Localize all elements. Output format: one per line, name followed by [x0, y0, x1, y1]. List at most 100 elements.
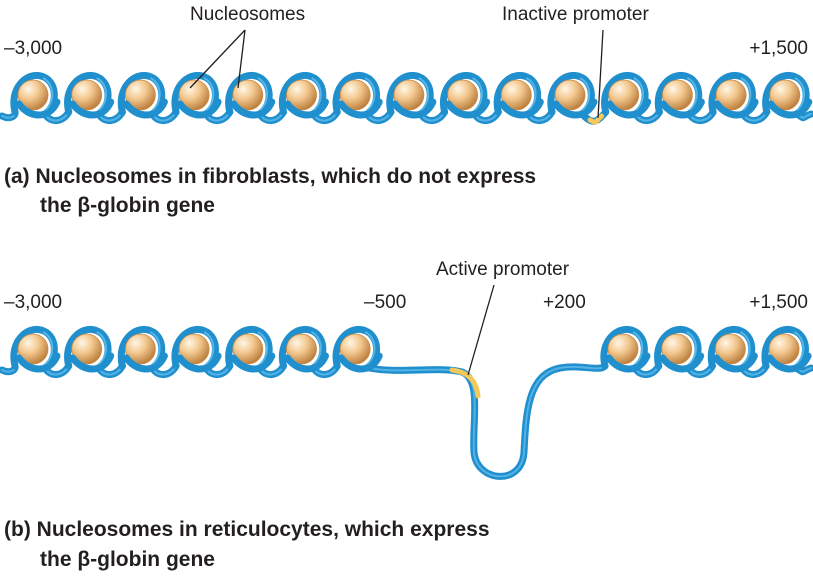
- panel-b: –3,000 –500 +200 +1,500 Active promoter …: [0, 259, 813, 571]
- dna-wrap-back: [117, 325, 152, 370]
- dna-wrap-highlight: [793, 331, 805, 365]
- dna-wrap-highlight: [203, 331, 215, 365]
- nucleosome: [171, 71, 222, 119]
- dna-wrap-back: [386, 71, 421, 116]
- histone-octamer: [393, 79, 425, 111]
- dna-wrap-front: [284, 98, 329, 119]
- dna-wrap-front: [445, 98, 491, 119]
- dna-wrap-front: [284, 352, 329, 373]
- histone-octamer: [447, 79, 479, 111]
- dna-wrap-highlight: [42, 77, 54, 111]
- dna-wrap-front: [230, 352, 276, 373]
- nucleosome: [761, 325, 812, 373]
- dna-wrap-back: [707, 325, 742, 370]
- panel-a-caption-line1: (a) Nucleosomes in fibroblasts, which do…: [4, 165, 536, 188]
- nucleosome: [762, 71, 813, 119]
- dna-wrap-highlight: [364, 77, 376, 111]
- panel-a-left-coordinate: –3,000: [4, 38, 62, 59]
- dna-wrap-front: [766, 352, 812, 373]
- dna-wrap-back: [762, 71, 797, 116]
- panel-b-minus500-coordinate: –500: [364, 292, 406, 313]
- dna-wrap-front: [69, 98, 115, 119]
- panel-b-left-coordinate: –3,000: [4, 292, 62, 313]
- dna-wrap-highlight: [96, 331, 107, 365]
- dna-wrap-back: [493, 71, 528, 116]
- nucleosome: [117, 325, 168, 373]
- dna-wrap-highlight: [739, 331, 751, 365]
- histone-octamer: [286, 333, 317, 365]
- dna-wrap-highlight: [686, 331, 697, 365]
- dna-wrap-back: [64, 325, 99, 370]
- dna-wrap-highlight: [203, 77, 215, 111]
- histone-octamer: [608, 79, 640, 111]
- dna-wrap-back: [654, 325, 689, 370]
- dna-wrap-front: [176, 352, 222, 373]
- panel-a-caption-line2: the β-globin gene: [40, 194, 215, 217]
- dna-wrap-front: [69, 352, 115, 373]
- dna-wrap-back: [600, 325, 635, 370]
- dna-wrap-highlight: [310, 77, 322, 111]
- histone-octamer: [286, 79, 317, 111]
- dna-wrap-back: [171, 325, 206, 370]
- dna-wrap-front: [337, 352, 383, 373]
- nucleosome: [10, 71, 61, 119]
- dna-wrap-front: [767, 98, 813, 119]
- nucleosome: [708, 71, 759, 119]
- dna-wrap-front: [337, 98, 383, 119]
- dna-wrap-highlight: [257, 331, 269, 365]
- histone-octamer: [768, 333, 800, 365]
- nucleosome: [117, 71, 168, 119]
- histone-octamer: [124, 333, 156, 365]
- histone-octamer: [715, 79, 747, 111]
- nucleosome: [601, 71, 652, 119]
- dna-wrap-highlight: [149, 331, 161, 365]
- histone-octamer: [232, 333, 264, 365]
- dna-wrap-highlight: [579, 77, 591, 111]
- nucleosome: [332, 71, 383, 119]
- histone-octamer: [607, 333, 639, 365]
- dna-wrap-front: [606, 98, 652, 119]
- dna-wrap-front: [15, 98, 61, 119]
- histone-octamer: [662, 79, 693, 111]
- dna-wrap-highlight: [686, 77, 698, 111]
- dna-wrap-highlight: [310, 331, 322, 365]
- dna-wrap-highlight: [794, 77, 806, 111]
- inactive-promoter-label: Inactive promoter: [502, 4, 649, 25]
- panel-b-plus200-coordinate: +200: [543, 292, 586, 313]
- dna-wrap-back: [761, 325, 796, 370]
- nucleosome: [654, 325, 705, 373]
- panel-b-caption-line1: (b) Nucleosomes in reticulocytes, which …: [4, 518, 490, 541]
- dna-wrap-back: [654, 71, 689, 116]
- dna-wrap-front: [498, 98, 544, 119]
- active-promoter-segment: [449, 367, 481, 399]
- dna-wrap-front: [176, 98, 222, 119]
- panel-a: –3,000 +1,500 Nucleosomes Inactive promo…: [0, 4, 813, 217]
- dna-wrap-front: [712, 352, 758, 373]
- inactive-promoter-pointer-line: [597, 29, 604, 119]
- nucleosome: [439, 71, 491, 119]
- dna-wrap-highlight: [418, 77, 430, 111]
- nucleosome: [64, 71, 115, 119]
- dna-wrap-front: [391, 98, 437, 119]
- dna-wrap-back: [278, 71, 313, 116]
- dna-wrap-back: [332, 325, 367, 370]
- dna-wrap-front: [552, 98, 598, 119]
- dna-wrap-front: [122, 98, 168, 119]
- nucleosome: [225, 71, 276, 119]
- dna-wrap-front: [230, 98, 276, 119]
- dna-wrap-back: [64, 71, 99, 116]
- dna-wrap-back: [10, 325, 45, 370]
- dna-wrap-back: [225, 71, 260, 116]
- active-promoter-label: Active promoter: [436, 259, 570, 280]
- panel-a-nucleosome-row: [10, 71, 813, 119]
- dna-wrap-back: [708, 71, 743, 116]
- nucleosome: [278, 71, 329, 119]
- dna-wrap-back: [117, 71, 152, 116]
- nucleosome-free-dna: [365, 362, 609, 480]
- dna-wrap-highlight: [632, 331, 644, 365]
- dna-wrap-front: [15, 352, 61, 373]
- nucleosome: [386, 71, 437, 119]
- nucleosome: [493, 71, 544, 119]
- histone-octamer: [339, 333, 371, 365]
